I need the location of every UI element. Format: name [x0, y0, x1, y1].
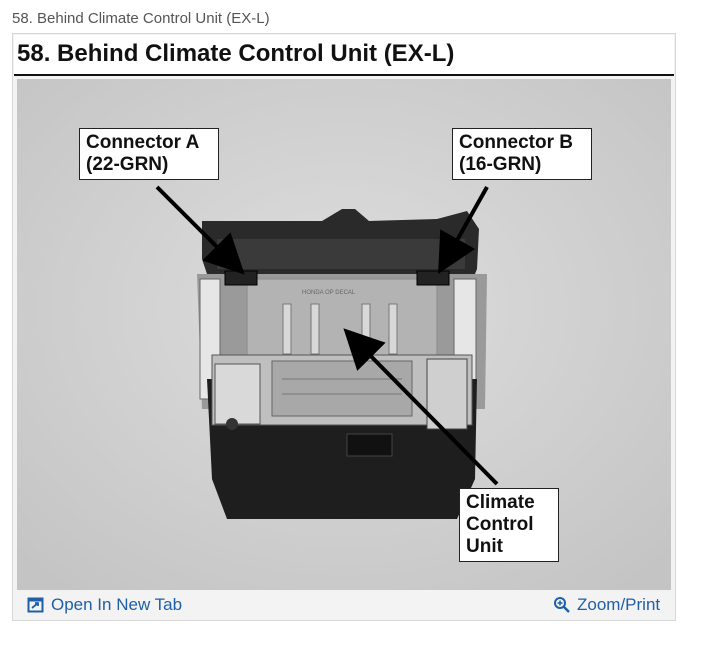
figure-title: 58. Behind Climate Control Unit (EX-L) [14, 35, 674, 75]
callout-climate-unit-line1: Climate [466, 492, 535, 513]
figure-card: 58. Behind Climate Control Unit (EX-L) [12, 33, 676, 621]
callout-climate-unit-line3: Unit [466, 536, 503, 557]
part-label: HONDA OP DECAL [302, 290, 356, 296]
callout-climate-unit: Climate Control Unit [459, 488, 559, 562]
title-divider [14, 74, 674, 76]
image-caption: 58. Behind Climate Control Unit (EX-L) [12, 10, 270, 27]
callout-connector-a-line1: Connector A [86, 132, 200, 153]
zoom-print-label[interactable]: Zoom/Print [577, 595, 661, 614]
callout-connector-a-line2: (22-GRN) [86, 154, 169, 175]
callout-climate-unit-line2: Control [466, 514, 534, 535]
callout-connector-b-line1: Connector B [459, 132, 573, 153]
callout-connector-b: Connector B (16-GRN) [452, 128, 592, 180]
callout-connector-b-line2: (16-GRN) [459, 154, 542, 175]
component-photo: HONDA OP DECAL Connector A (22-GR [17, 79, 671, 590]
open-in-new-tab-link[interactable]: Open In New Tab [27, 595, 182, 615]
zoom-icon [554, 597, 570, 613]
open-in-new-tab-icon [27, 597, 44, 613]
callout-connector-a: Connector A (22-GRN) [79, 128, 219, 180]
zoom-print-link[interactable]: Zoom/Print [553, 595, 660, 615]
open-in-new-tab-label[interactable]: Open In New Tab [51, 595, 183, 614]
